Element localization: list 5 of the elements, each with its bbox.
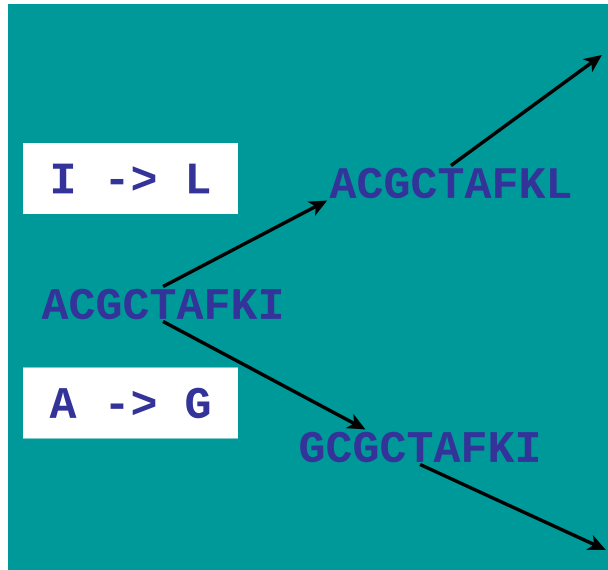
sequence-label: ACGCTAFKL <box>329 168 570 198</box>
mutation-box: A -> G <box>23 368 238 438</box>
sequence-label: ACGCTAFKI <box>41 288 282 320</box>
sequence-label: GCGCTAFKI <box>300 432 538 462</box>
mutation-box: I -> L <box>23 143 238 214</box>
